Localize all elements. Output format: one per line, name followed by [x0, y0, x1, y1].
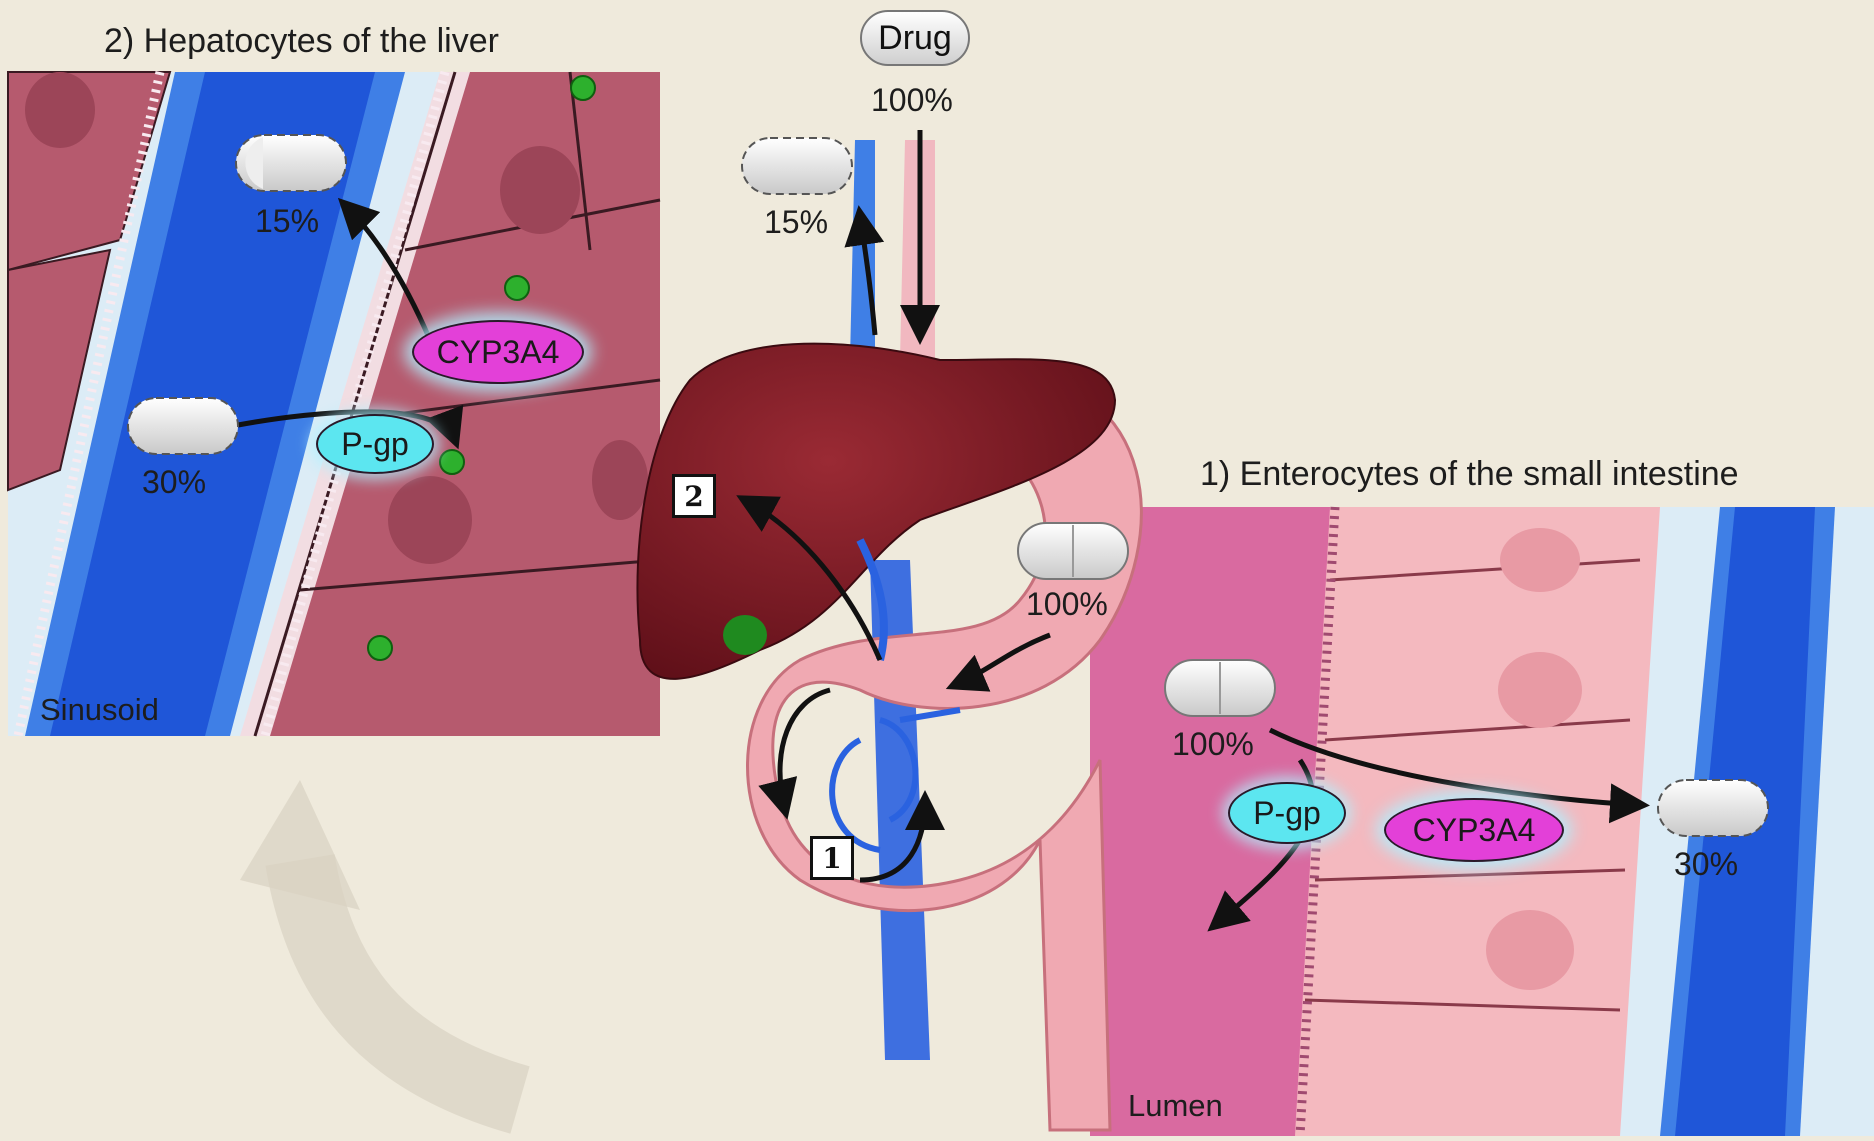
intestine-out-percent: 30%	[1674, 848, 1738, 880]
pgp-liver-transporter: P-gp	[316, 414, 434, 474]
drug-pill-label: Drug	[860, 10, 970, 66]
step-1-marker: 1	[810, 836, 854, 880]
hepatocytes-title: 2) Hepatocytes of the liver	[104, 24, 499, 58]
cyp3a4-intestine-enzyme: CYP3A4	[1384, 798, 1564, 862]
lumen-label: Lumen	[1128, 1090, 1223, 1121]
background-flow-arrowhead	[240, 780, 360, 910]
enterocytes-title: 1) Enterocytes of the small intestine	[1200, 457, 1739, 491]
sinusoid-label: Sinusoid	[40, 694, 159, 725]
pgp-intestine-transporter: P-gp	[1228, 782, 1346, 844]
drug-percent: 100%	[871, 84, 953, 116]
cyp3a4-liver-enzyme: CYP3A4	[412, 320, 584, 384]
stomach-percent: 100%	[1026, 588, 1108, 620]
portal-percent: 15%	[764, 206, 828, 238]
intestine-in-percent: 100%	[1172, 728, 1254, 760]
liver-out-percent: 15%	[255, 205, 319, 237]
step-2-marker: 2	[672, 474, 716, 518]
liver-in-percent: 30%	[142, 466, 206, 498]
